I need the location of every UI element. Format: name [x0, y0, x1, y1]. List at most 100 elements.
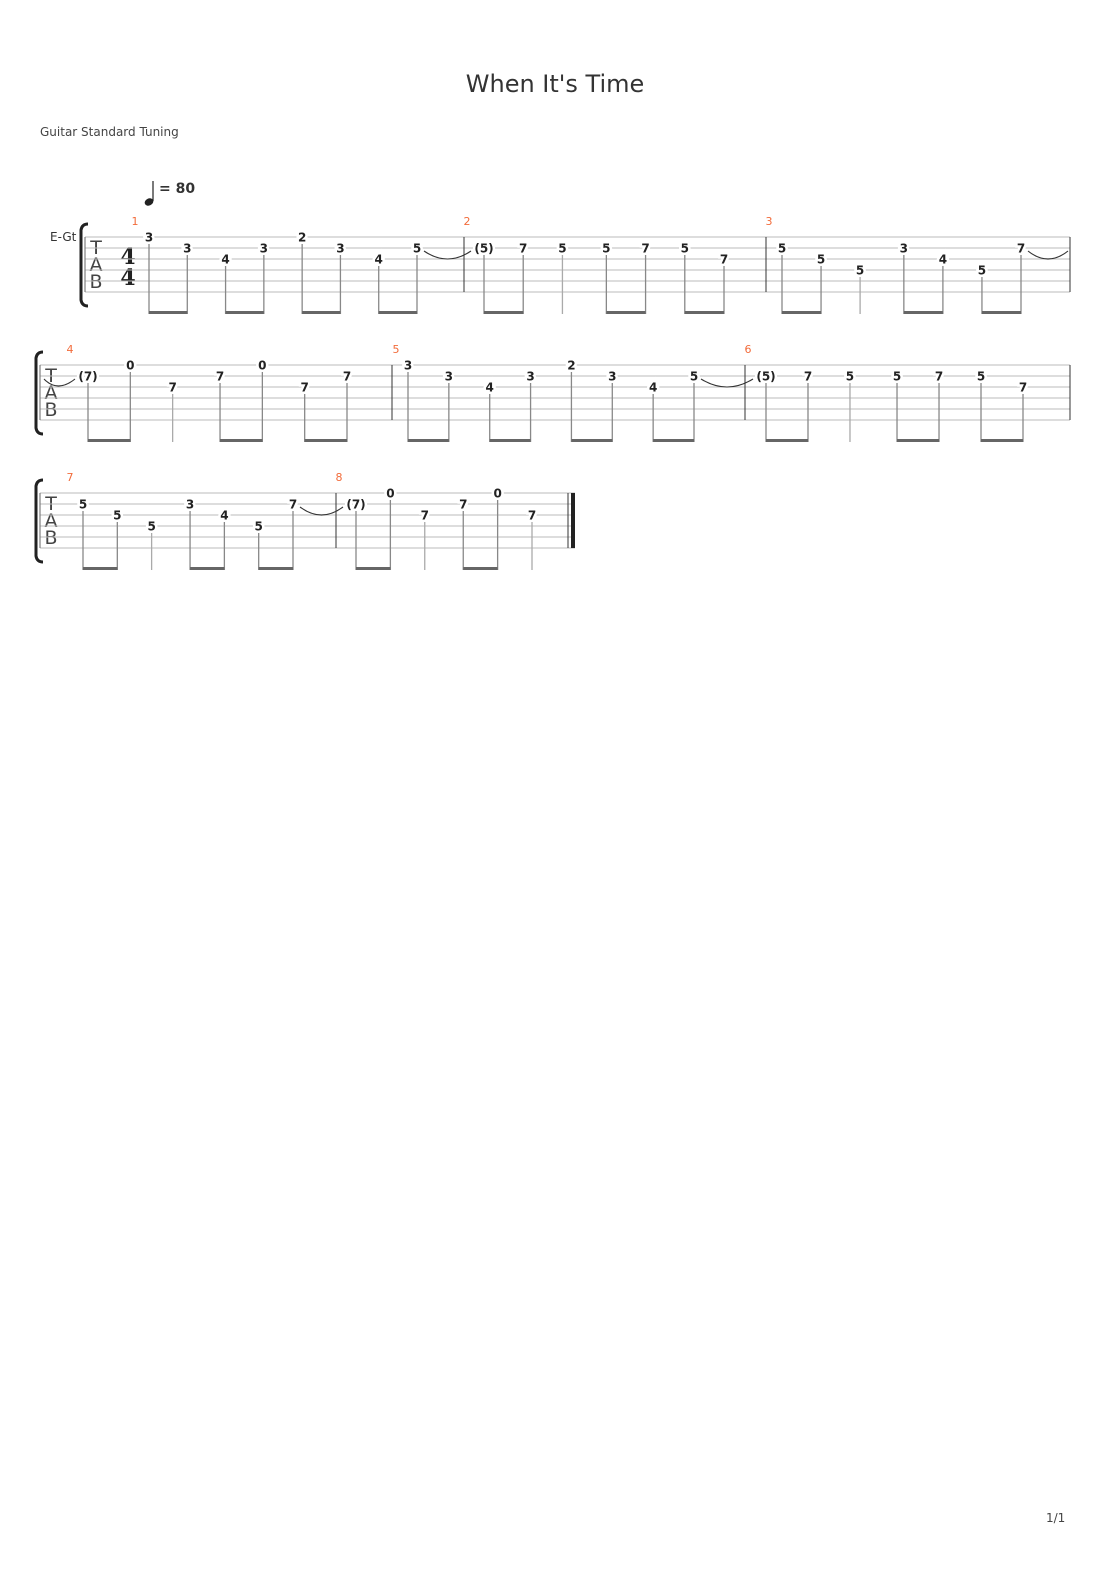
tab-note: 7 [932, 367, 946, 442]
tab-note: 5 [145, 517, 158, 570]
tab-note: 5 [111, 506, 124, 570]
tab-note: 4 [218, 506, 231, 570]
fret-number: 3 [145, 231, 153, 245]
tempo-marking: = 80 [144, 181, 195, 206]
tab-note: 0 [384, 484, 397, 570]
tab-note: 3 [442, 367, 456, 442]
measure-number: 3 [766, 215, 773, 228]
fret-number: 3 [404, 359, 412, 373]
tab-note: 2 [295, 228, 309, 314]
fret-number: 0 [493, 487, 501, 501]
fret-number: 7 [216, 370, 224, 384]
tab-note: (5) [754, 367, 778, 442]
beam [408, 439, 449, 442]
measure-number: 6 [745, 343, 752, 356]
measure-number: 2 [464, 215, 471, 228]
tab-note: 7 [801, 367, 815, 442]
fret-number: 7 [289, 498, 297, 512]
tab-note: 7 [340, 367, 354, 442]
fret-number: 5 [817, 253, 825, 267]
fret-number: 5 [846, 370, 854, 384]
time-signature-top: 4 [120, 244, 135, 270]
beam [258, 567, 293, 570]
fret-number: 3 [186, 498, 194, 512]
beam [378, 311, 417, 314]
tab-note: 3 [897, 239, 911, 314]
beam [606, 311, 646, 314]
fret-number: 5 [681, 242, 689, 256]
tab-note: 5 [678, 239, 691, 314]
fret-number: 5 [893, 370, 901, 384]
tab-note: 3 [183, 495, 197, 570]
tab-note: 7 [418, 506, 431, 570]
beam [981, 439, 1023, 442]
beam [463, 567, 498, 570]
fret-number: 5 [856, 264, 864, 278]
fret-number: 5 [778, 242, 786, 256]
fret-number: 3 [260, 242, 268, 256]
tab-note: 5 [410, 239, 424, 314]
fret-number: 5 [255, 520, 263, 534]
tie-arc [1027, 250, 1069, 260]
tab-note: 3 [524, 367, 537, 442]
instrument-label: E-Gt [50, 230, 77, 244]
fret-number: 5 [79, 498, 87, 512]
tab-note: 5 [890, 367, 904, 442]
tab-note: 5 [600, 239, 613, 314]
beam [653, 439, 694, 442]
tuning-label: Guitar Standard Tuning [40, 125, 179, 139]
fret-number: 7 [421, 509, 429, 523]
fret-number: 5 [690, 370, 698, 384]
beam [225, 311, 264, 314]
final-barline-thick [571, 493, 575, 548]
beam [356, 567, 391, 570]
tab-note: 3 [142, 228, 156, 314]
fret-number: 5 [558, 242, 566, 256]
tie-arc [700, 378, 754, 388]
fret-number: 5 [602, 242, 610, 256]
measure-number: 1 [132, 215, 139, 228]
fret-number: 4 [939, 253, 947, 267]
fret-number: 7 [1019, 381, 1027, 395]
beam [484, 311, 524, 314]
tab-note: 7 [298, 378, 311, 442]
fret-number: 7 [804, 370, 812, 384]
tab-note: 0 [491, 484, 504, 570]
tab-note: 7 [639, 239, 652, 314]
fret-number: 3 [336, 242, 344, 256]
time-signature-bottom: 4 [120, 265, 135, 291]
measure-number: 5 [393, 343, 400, 356]
fret-number: 4 [486, 381, 494, 395]
tie-arc [299, 506, 344, 516]
beam [220, 439, 263, 442]
fret-number: 7 [519, 242, 527, 256]
tab-note: 7 [457, 495, 470, 570]
fret-number: (7) [78, 370, 97, 384]
fret-number: 3 [526, 370, 534, 384]
fret-number: 4 [220, 509, 228, 523]
measure-number: 8 [336, 471, 343, 484]
fret-number: 3 [608, 370, 616, 384]
beam [489, 439, 531, 442]
tab-note: 3 [257, 239, 271, 314]
fret-number: 7 [935, 370, 943, 384]
beam [782, 311, 822, 314]
tab-note: 4 [372, 250, 385, 314]
fret-number: 3 [900, 242, 908, 256]
fret-number: 5 [113, 509, 121, 523]
tab-note: 3 [606, 367, 619, 442]
fret-number: 5 [413, 242, 421, 256]
fret-number: 7 [641, 242, 649, 256]
fret-number: 2 [567, 359, 575, 373]
tab-note: 5 [975, 261, 989, 314]
tab-note: 5 [853, 261, 867, 314]
fret-number: 5 [978, 264, 986, 278]
beam [571, 439, 613, 442]
